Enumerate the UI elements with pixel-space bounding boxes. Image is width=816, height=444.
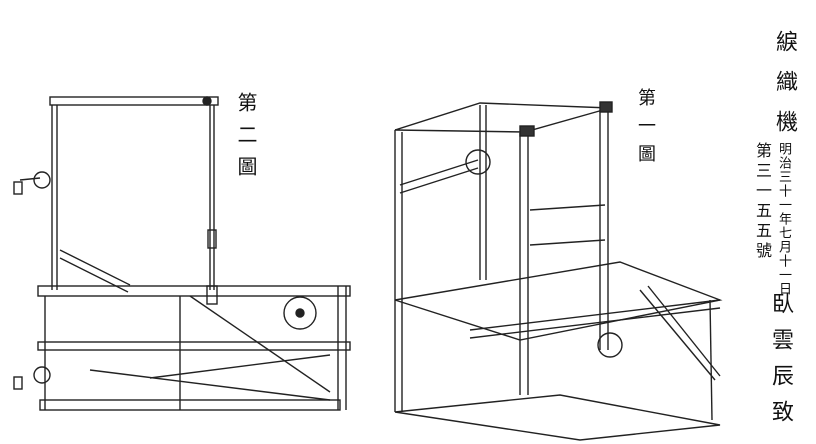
invention-title: 綟織機 (772, 30, 797, 150)
figure-1-perspective-view (394, 101, 723, 441)
figure-2-label: 第二圖 (234, 92, 258, 188)
figure-1-label: 第一圖 (635, 88, 656, 172)
figure-2-side-view (13, 96, 351, 411)
inventor-name: 臥雲辰致 (768, 292, 793, 436)
patent-date: 明治三十一年七月十一日 (776, 142, 791, 296)
patent-number: 第三一五五號 (753, 142, 772, 262)
